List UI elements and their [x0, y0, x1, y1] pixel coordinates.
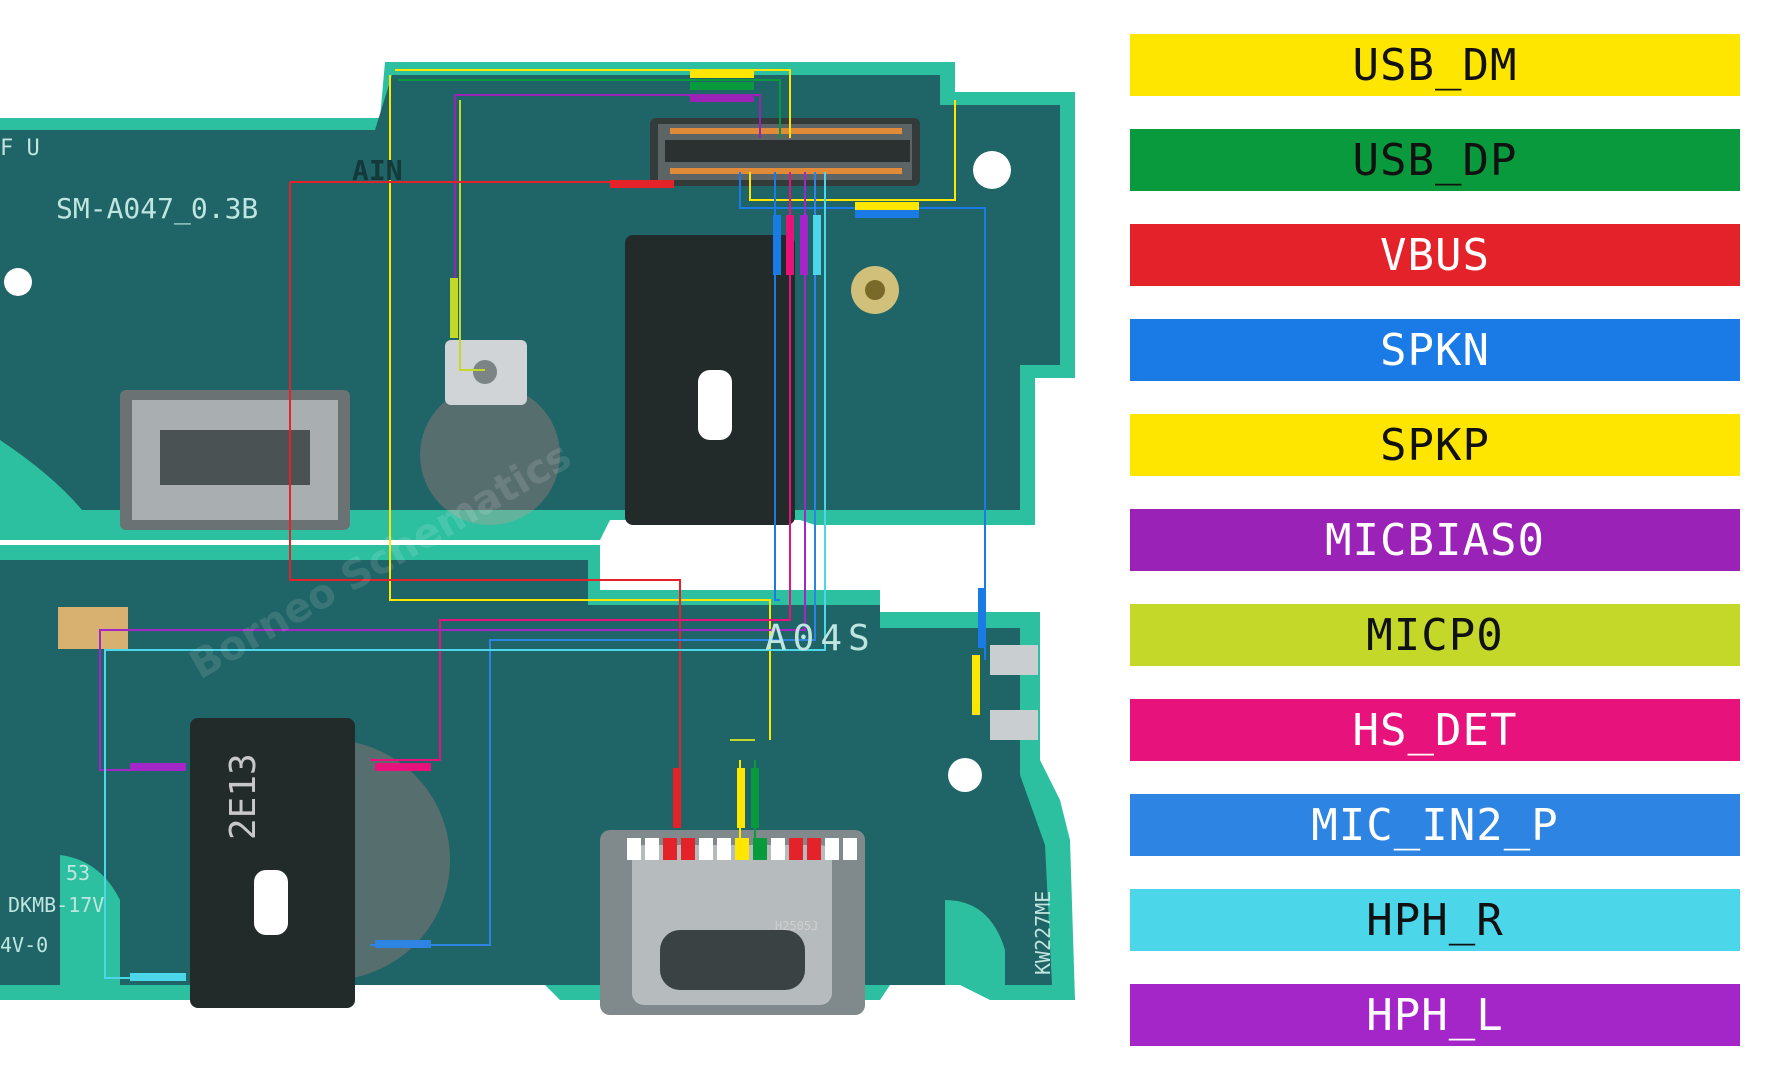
legend-item-hph-l: HPH_L — [1130, 984, 1740, 1046]
micro-usb-port — [120, 390, 350, 530]
lower-board — [0, 545, 1075, 1000]
legend-item-hs-det: HS_DET — [1130, 699, 1740, 761]
legend-item-micp0: MICP0 — [1130, 604, 1740, 666]
small-number: 53 — [66, 861, 90, 885]
board-sub-label: A04S — [765, 618, 876, 659]
gold-pad — [58, 607, 128, 649]
bottom-code-2: 4V-0 — [0, 933, 48, 957]
board-model-label: SM-A047_0.3B — [56, 192, 258, 226]
upper-audio-jack — [625, 235, 795, 525]
spring-contact-bottom — [990, 710, 1038, 740]
legend-item-usb-dm: USB_DM — [1130, 34, 1740, 96]
legend-item-vbus: VBUS — [1130, 224, 1740, 286]
legend-item-usb-dp: USB_DP — [1130, 129, 1740, 191]
legend-item-micbias0: MICBIAS0 — [1130, 509, 1740, 571]
type-c-label: H2505J — [775, 919, 818, 933]
microphone — [445, 340, 527, 405]
jack-label: 2E13 — [223, 753, 264, 840]
legend-item-mic-in2-p: MIC_IN2_P — [1130, 794, 1740, 856]
board-flex-label: AIN — [352, 154, 403, 187]
board-connector — [650, 118, 920, 186]
spring-contact-top — [990, 645, 1038, 675]
side-code: KW227ME — [1031, 891, 1055, 975]
legend-item-hph-r: HPH_R — [1130, 889, 1740, 951]
usb-type-c-port — [600, 830, 865, 1015]
antenna-connector — [851, 266, 899, 314]
bottom-code: DKMB-17V — [8, 893, 104, 917]
legend-item-spkp: SPKP — [1130, 414, 1740, 476]
trace-tags — [130, 70, 986, 981]
pcb-board-photo: SM-A047_0.3B AIN A04S 2E13 H2505J KW227M… — [0, 62, 1075, 1015]
type-c-pins — [627, 838, 857, 860]
lower-audio-jack — [190, 718, 355, 1008]
corner-text: F U — [0, 136, 40, 161]
legend-item-spkn: SPKN — [1130, 319, 1740, 381]
